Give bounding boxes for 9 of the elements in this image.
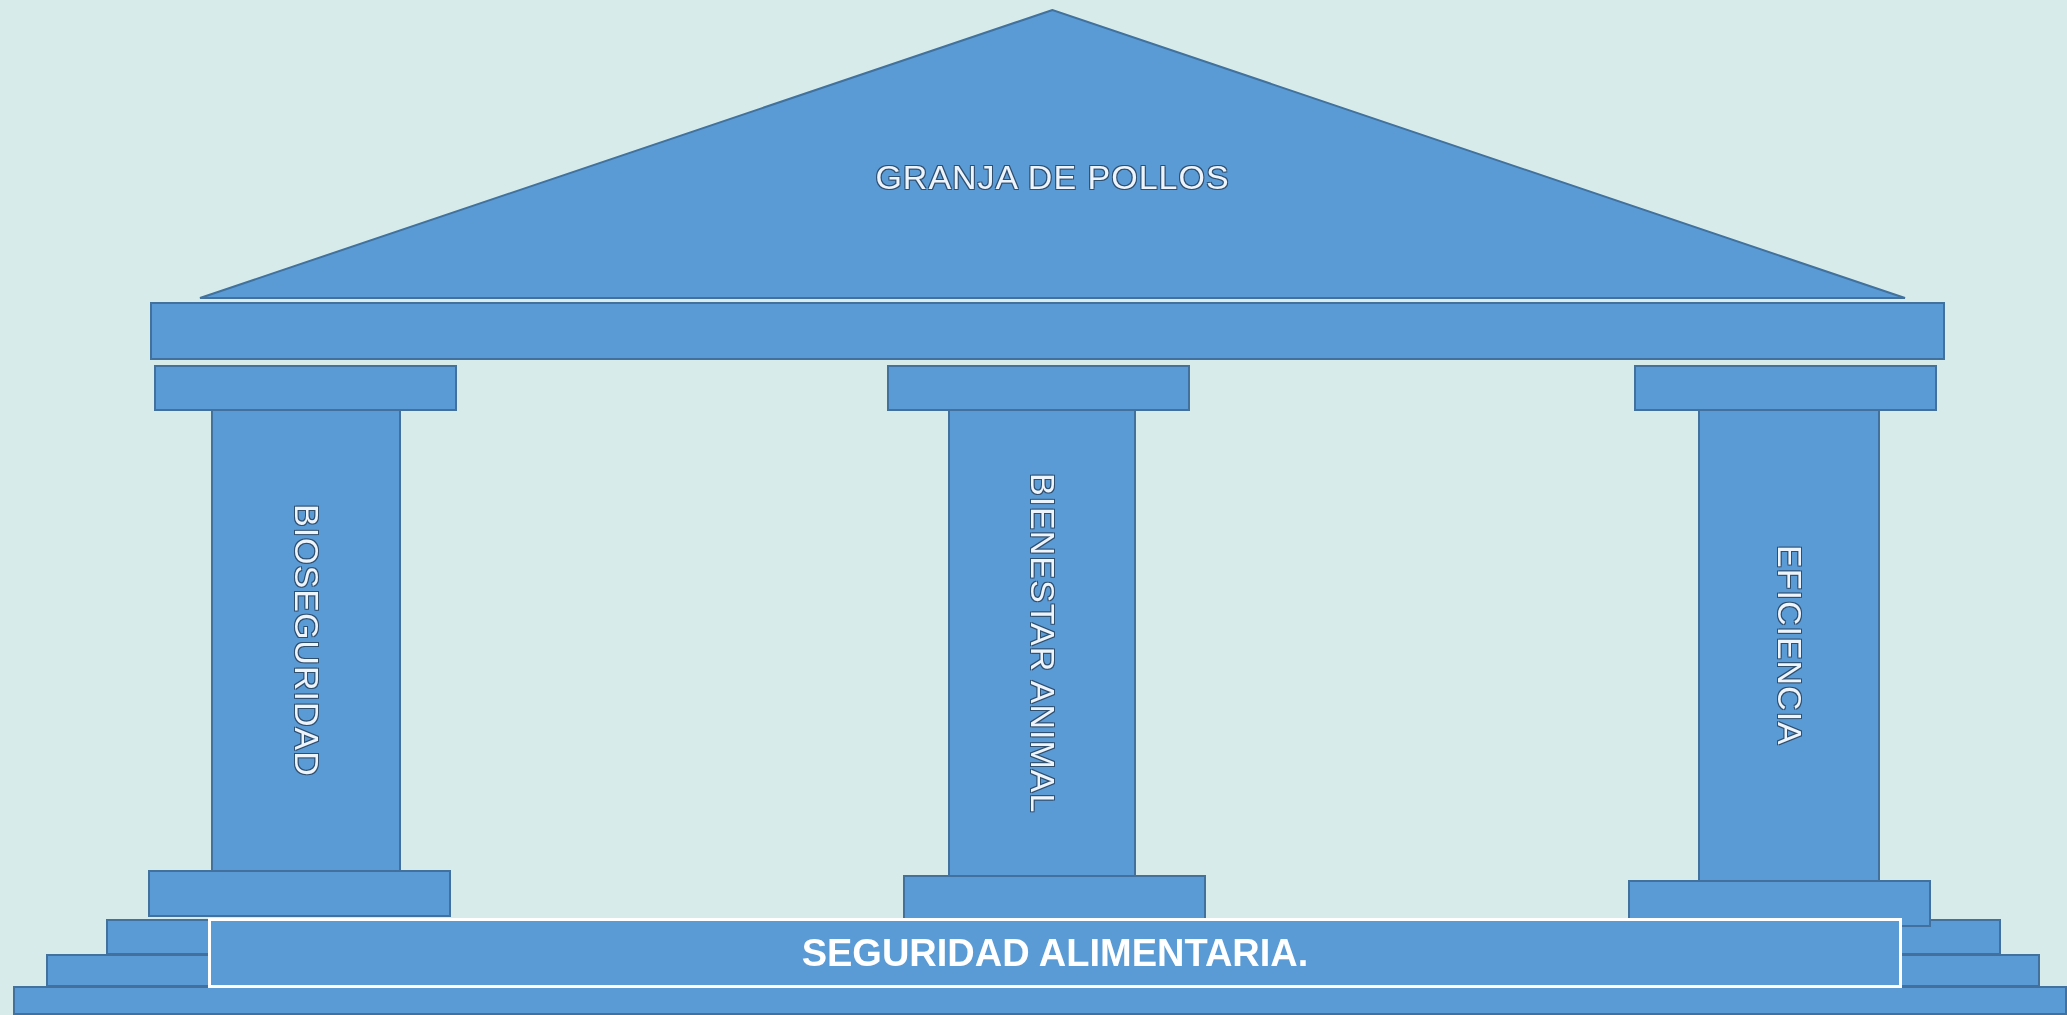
foundation-label: SEGURIDAD ALIMENTARIA.: [801, 931, 1309, 975]
roof-label: GRANJA DE POLLOS: [875, 158, 1230, 197]
column: [1698, 409, 1880, 882]
column-label: BIOSEGURIDAD: [286, 504, 326, 777]
column-label: EFICIENCIA: [1769, 545, 1809, 746]
column-label: BIENESTAR ANIMAL: [1022, 472, 1062, 814]
column: [211, 409, 401, 872]
foundation-band: [208, 918, 1902, 988]
column: [948, 409, 1136, 877]
